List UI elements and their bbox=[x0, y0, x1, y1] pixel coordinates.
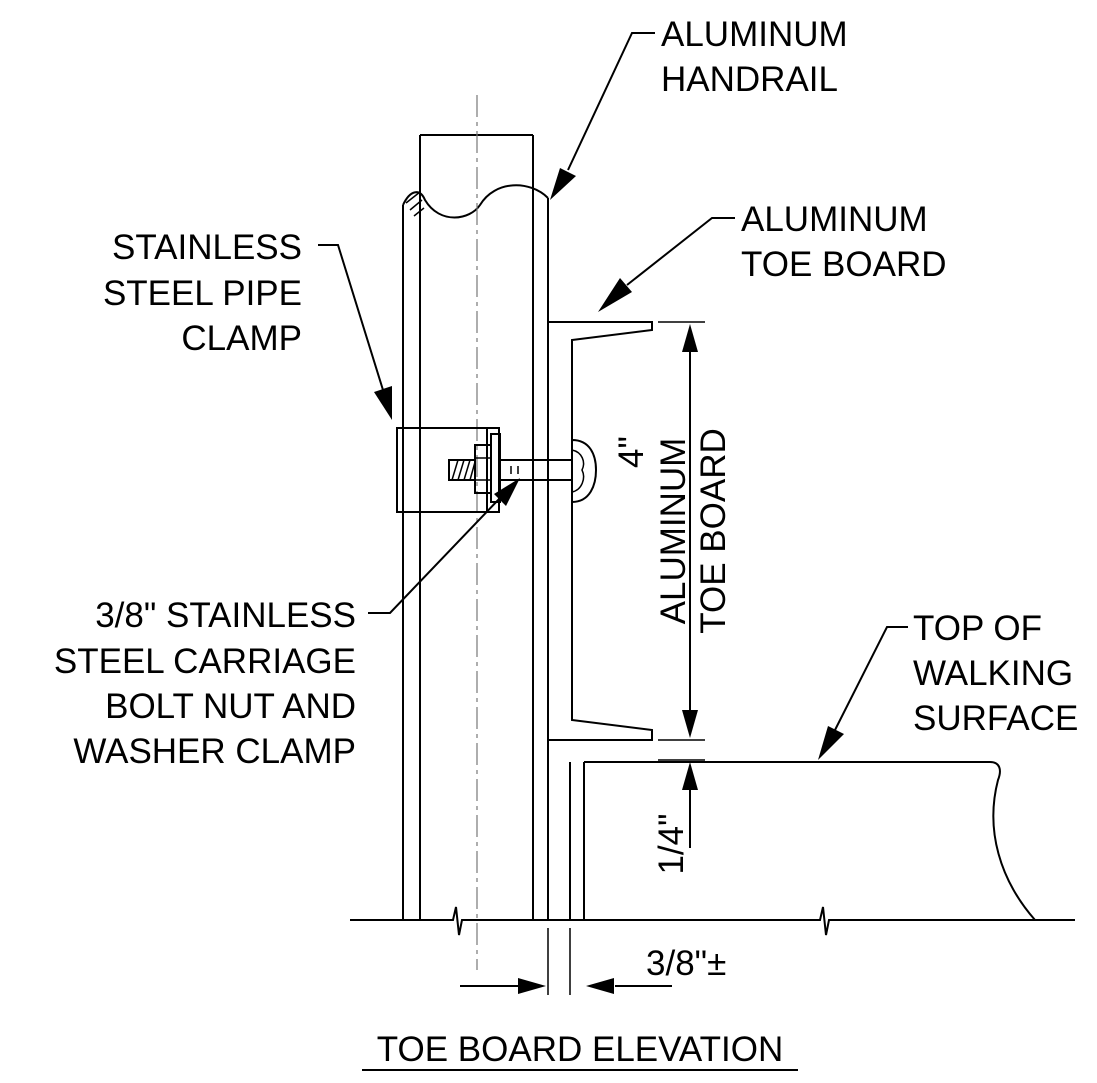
drawing-title: TOE BOARD ELEVATION bbox=[362, 1030, 798, 1071]
label-walking-surface-line3: SURFACE bbox=[913, 699, 1078, 738]
dimension-gap-value: 1/4" bbox=[652, 813, 691, 874]
toe-board-channel bbox=[547, 321, 653, 741]
label-bolt-line1: 3/8" STAINLESS bbox=[95, 596, 356, 635]
label-bolt-line2: STEEL CARRIAGE bbox=[54, 642, 356, 681]
label-bolt: 3/8" STAINLESS STEEL CARRIAGE BOLT NUT A… bbox=[54, 596, 356, 771]
label-handrail: ALUMINUM HANDRAIL bbox=[661, 15, 848, 99]
label-bolt-line4: WASHER CLAMP bbox=[73, 732, 356, 771]
label-toe-board-line1: ALUMINUM bbox=[741, 200, 928, 239]
dimension-offset-value: 3/8"± bbox=[646, 944, 726, 983]
label-pipe-clamp-line1: STAINLESS bbox=[112, 228, 302, 267]
leader-lines bbox=[318, 32, 908, 760]
label-pipe-clamp-line3: CLAMP bbox=[181, 319, 302, 358]
dimension-toe-board-note-line1: ALUMINUM bbox=[654, 438, 693, 625]
label-handrail-line2: HANDRAIL bbox=[661, 60, 838, 99]
dimension-toe-board-note-line2: TOE BOARD bbox=[694, 428, 733, 634]
label-toe-board: ALUMINUM TOE BOARD bbox=[741, 200, 947, 284]
label-bolt-line3: BOLT NUT AND bbox=[105, 687, 356, 726]
carriage-bolt bbox=[448, 433, 598, 504]
dimension-toe-board-height bbox=[658, 321, 705, 741]
label-walking-surface-line2: WALKING bbox=[913, 654, 1073, 693]
label-pipe-clamp: STAINLESS STEEL PIPE CLAMP bbox=[103, 228, 302, 358]
walking-surface bbox=[569, 761, 1036, 921]
dimension-toe-board-height-value: 4" bbox=[612, 436, 651, 468]
label-walking-surface: TOP OF WALKING SURFACE bbox=[913, 609, 1078, 738]
dimension-offset bbox=[460, 928, 672, 995]
ground-break-line bbox=[350, 906, 1075, 936]
dimension-toe-board-text: 4" ALUMINUM TOE BOARD bbox=[612, 428, 733, 634]
label-handrail-line1: ALUMINUM bbox=[661, 15, 848, 54]
dimension-gap bbox=[658, 759, 705, 848]
title-text: TOE BOARD ELEVATION bbox=[377, 1030, 783, 1069]
label-toe-board-line2: TOE BOARD bbox=[741, 245, 947, 284]
handrail-post bbox=[402, 95, 549, 970]
label-pipe-clamp-line2: STEEL PIPE bbox=[103, 274, 302, 313]
label-walking-surface-line1: TOP OF bbox=[913, 609, 1042, 648]
